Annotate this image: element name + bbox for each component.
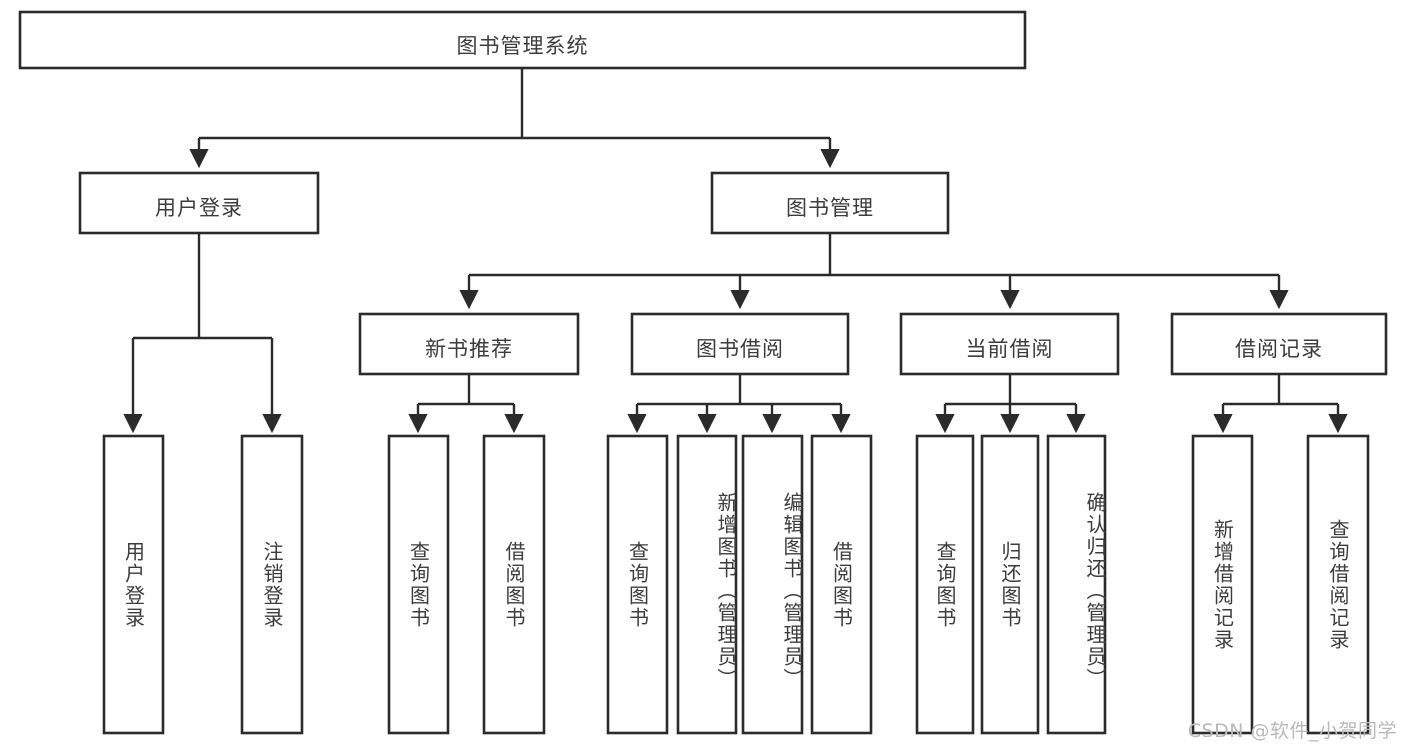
node-leaf-add-book[interactable] [676, 434, 738, 735]
edge-borrow-record-to-leaves [1213, 374, 1348, 434]
node-borrow-record[interactable] [1170, 312, 1388, 376]
node-leaf-borrow-book-1[interactable] [482, 434, 546, 735]
node-root[interactable] [18, 10, 1027, 70]
node-leaf-return-book[interactable] [980, 434, 1040, 735]
node-current-borrow[interactable] [899, 312, 1120, 376]
node-leaf-query-book-1[interactable] [387, 434, 450, 735]
edge-book-borrow-to-leaves [627, 374, 851, 434]
node-book-manage[interactable] [710, 171, 950, 235]
edge-new-book-recommend-to-leaves [408, 374, 524, 434]
edge-user-login-to-leaves [123, 233, 282, 434]
node-new-book-recommend[interactable] [358, 312, 580, 376]
node-leaf-query-book-3[interactable] [915, 434, 975, 735]
node-leaf-edit-book[interactable] [741, 434, 804, 735]
node-leaf-query-record[interactable] [1306, 434, 1370, 735]
node-leaf-user-login[interactable] [102, 434, 165, 735]
edge-book-manage-to-level2 [459, 233, 1289, 310]
node-leaf-confirm-return[interactable] [1046, 434, 1107, 735]
node-leaf-add-record[interactable] [1191, 434, 1254, 735]
node-leaf-user-logout[interactable] [240, 434, 304, 735]
node-book-borrow[interactable] [630, 312, 850, 376]
node-user-login[interactable] [78, 171, 320, 235]
node-leaf-query-book-2[interactable] [606, 434, 669, 735]
watermark-label: CSDN @软件_小贺同学 [1187, 720, 1397, 742]
node-leaf-borrow-book-2[interactable] [810, 434, 873, 735]
edge-current-borrow-to-leaves [935, 374, 1086, 434]
edge-root-to-level1 [189, 68, 840, 169]
